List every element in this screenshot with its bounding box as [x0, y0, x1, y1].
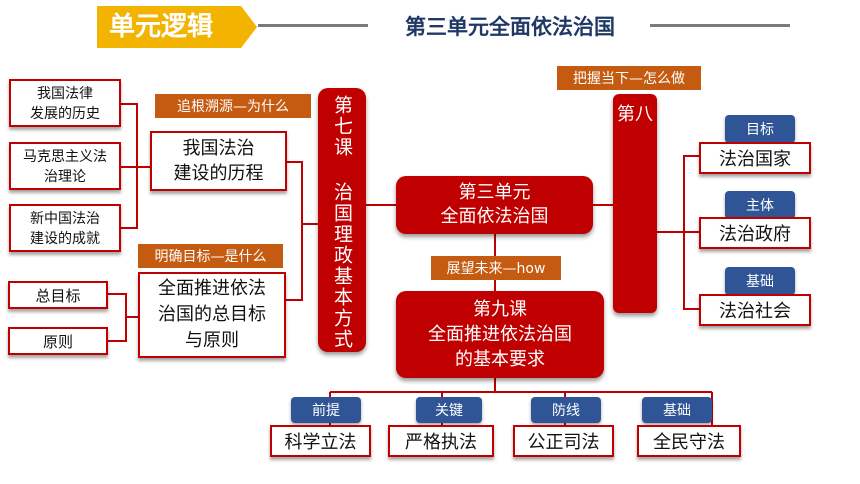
- tag-goal: 目标: [725, 115, 795, 143]
- label-future: 展望未来—how: [431, 256, 561, 280]
- history-box: 我国法治 建设的历程: [150, 131, 287, 191]
- title-rule-right: [650, 24, 790, 27]
- section-tag: 单元逻辑: [97, 6, 257, 48]
- tag-base: 基础: [642, 397, 712, 423]
- label-present: 把握当下—怎么做: [557, 66, 701, 90]
- item-strict-enforcement: 严格执法: [388, 425, 494, 457]
- item-rule-of-law-society: 法治社会: [699, 294, 811, 326]
- lesson7-box: 第七课 治国理政基本方式: [318, 88, 366, 352]
- lesson9-box: 第九课 全面推进依法治国 的基本要求: [396, 291, 604, 378]
- page-title: 第三单元全面依法治国: [405, 15, 615, 39]
- history-item-2: 马克思主义法 治理论: [9, 142, 121, 190]
- tag-defense: 防线: [531, 397, 601, 423]
- item-rule-of-law-state: 法治国家: [699, 142, 811, 174]
- tag-key: 关键: [416, 397, 482, 423]
- tag-subject: 主体: [725, 191, 795, 219]
- goal-item-2: 原则: [8, 327, 108, 355]
- history-item-1: 我国法律 发展的历史: [9, 79, 121, 127]
- item-law-abiding: 全民守法: [637, 425, 741, 457]
- lesson8-label: 第八: [617, 104, 653, 125]
- tag-premise: 前提: [291, 397, 361, 423]
- goal-box: 全面推进依法 治国的总目标 与原则: [138, 272, 286, 358]
- history-item-3: 新中国法治 建设的成就: [9, 204, 121, 252]
- goal-item-1: 总目标: [8, 281, 108, 309]
- label-goal: 明确目标—是什么: [138, 244, 283, 268]
- item-fair-justice: 公正司法: [513, 425, 614, 457]
- lesson8-box: 第八: [613, 94, 657, 313]
- item-scientific-legislation: 科学立法: [270, 425, 371, 457]
- tag-foundation: 基础: [725, 267, 795, 295]
- title-rule-left: [258, 24, 368, 27]
- unit-box: 第三单元 全面依法治国: [396, 176, 593, 234]
- item-rule-of-law-government: 法治政府: [699, 217, 811, 249]
- label-history: 追根溯源—为什么: [155, 94, 311, 118]
